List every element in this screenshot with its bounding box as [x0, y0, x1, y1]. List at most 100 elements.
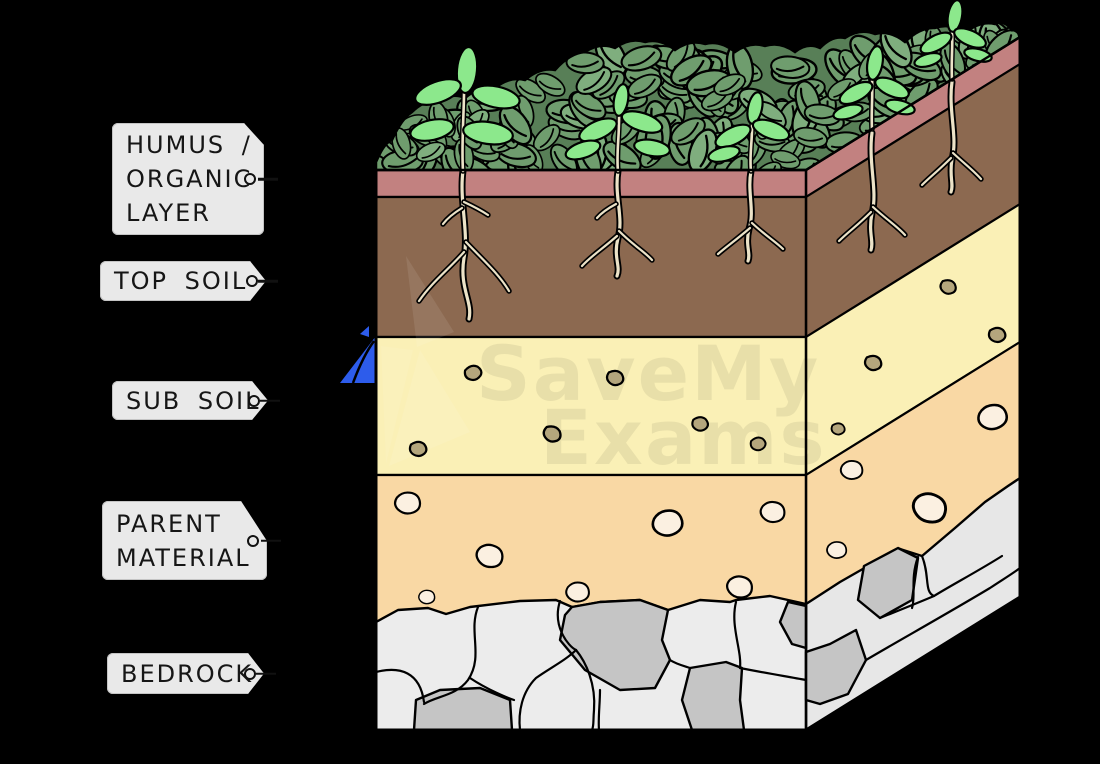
root-branch [716, 226, 752, 256]
seedling [409, 45, 521, 174]
tag-string [258, 279, 278, 283]
watermark-bolt-shape [381, 346, 413, 464]
block-outline [374, 35, 1022, 732]
tag-string [260, 399, 280, 402]
pebble-icon [987, 326, 1007, 344]
tag-eyelet-icon [246, 275, 258, 287]
seedling-leaf-icon [865, 45, 885, 81]
seedling-leaf-icon [838, 80, 874, 106]
root-branch [951, 151, 983, 181]
watermark-text-line2: Exams [540, 393, 827, 482]
stone-icon [826, 541, 848, 559]
seedling-leaf-icon [913, 51, 943, 69]
tag-shape: TOP SOIL [100, 261, 266, 301]
root-branch [464, 240, 511, 293]
sub-soil-front [374, 335, 808, 477]
pebble-icon [830, 422, 846, 436]
seedling-leaf-icon [953, 27, 987, 49]
seedling-leaf-icon [874, 76, 910, 100]
root-branch [920, 156, 953, 187]
seedling-leaf-icon [633, 138, 671, 158]
seedling-leaf-icon [471, 84, 521, 110]
stone-icon [393, 491, 422, 515]
tag-text: PARENT [116, 509, 222, 538]
tag-string [256, 672, 276, 675]
bedrock-rock-dark [778, 600, 808, 650]
tag-eyelet-icon [244, 667, 256, 680]
root-system [579, 167, 655, 280]
seedling-leaf-icon [746, 91, 764, 125]
root-system [836, 129, 908, 254]
root-system [416, 167, 512, 323]
humus-layer-front [374, 168, 808, 199]
label-tag-humus-organic-layer: HUMUS / ORGANIC LAYER [112, 123, 278, 235]
bedrock-rocks [374, 476, 1022, 732]
seedling [564, 83, 671, 174]
seedling-stem [950, 27, 954, 81]
label-tag-parent-material: PARENT MATERIAL [102, 501, 281, 580]
tag-text: ORGANIC [126, 165, 253, 193]
tag-eyelet-icon [247, 534, 259, 547]
tag-text: LAYER [126, 199, 211, 227]
seedling [832, 45, 916, 132]
bedrock-rock-dark [680, 660, 746, 732]
stone-icon [565, 581, 590, 603]
watermark-bolt-shape [389, 350, 470, 466]
tag-shape: HUMUS / ORGANIC LAYER [112, 123, 264, 235]
bedrock-cracks [374, 554, 1022, 732]
tag-shape: BEDROCK [107, 653, 264, 694]
seedling-leaf-icon [946, 0, 964, 33]
watermark-bolt-shape [406, 256, 454, 347]
seedling-leaf-icon [832, 103, 864, 121]
seedling-leaf-icon [707, 145, 741, 163]
watermark-text-line1: SaveMy [476, 329, 820, 418]
tag-eyelet-icon [244, 173, 256, 185]
root-branch [441, 206, 464, 226]
root-system [919, 78, 984, 196]
tag-text: MATERIAL [116, 543, 251, 572]
seedling-leaf-icon [462, 120, 514, 146]
root-branch [837, 210, 873, 243]
root-branch [871, 205, 907, 237]
bedrock-rock-dark [804, 628, 868, 706]
tag-string [258, 177, 278, 181]
plant-roots [416, 78, 984, 323]
seedling-leaf-icon [578, 117, 618, 143]
seedling [913, 0, 993, 82]
seedling-leaf-icon [455, 45, 479, 95]
tag-shape: SUB SOIL [112, 381, 268, 420]
seedling-leaf-icon [409, 118, 455, 142]
tag-eyelet-icon [248, 394, 260, 407]
taproot [460, 169, 472, 321]
bedrock-rock-dark [856, 546, 920, 620]
root-branch [462, 200, 490, 217]
seedling [707, 91, 791, 174]
tag-text: HUMUS / [126, 131, 252, 159]
stone-icon [418, 589, 436, 605]
seedlings [409, 0, 993, 174]
seedling-leaf-icon [919, 31, 953, 55]
seedling-stem [870, 76, 874, 131]
label-tag-sub-soil: SUB SOIL [112, 381, 280, 420]
watermark: SaveMy Exams [381, 256, 827, 482]
seedling-leaf-icon [612, 83, 630, 117]
tag-text: BEDROCK [121, 659, 254, 688]
root-branch [750, 221, 785, 251]
tag-text: TOP SOIL [114, 267, 248, 295]
label-tag-bedrock: BEDROCK [107, 653, 276, 694]
watermark-logo-bolt-icon [340, 326, 376, 384]
tag-text: SUB SOIL [126, 386, 261, 415]
seedling-leaf-icon [714, 123, 752, 149]
stone-icon [839, 460, 864, 481]
tag-shape: PARENT MATERIAL [102, 501, 267, 580]
pebble-icon [691, 416, 710, 432]
label-tag-top-soil: TOP SOIL [100, 261, 278, 301]
root-branch [417, 250, 466, 303]
seedling-leaf-icon [564, 139, 602, 161]
root-system [715, 167, 786, 265]
pebble-icon [408, 440, 428, 458]
root-branch [617, 229, 654, 262]
seedling-leaf-icon [620, 110, 664, 134]
